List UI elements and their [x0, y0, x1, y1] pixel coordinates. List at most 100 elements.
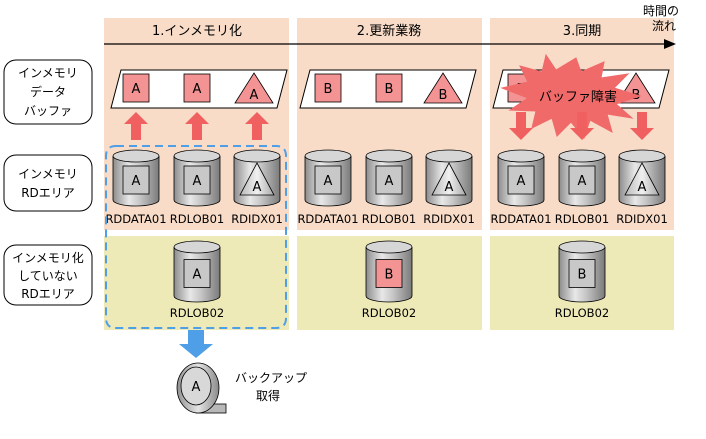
rd-area-label: RDLOB01: [555, 212, 609, 226]
buffer-item-box: [183, 73, 211, 103]
phase-3-label: 3.同期: [563, 24, 601, 39]
buffer-item-letter: A: [132, 82, 141, 97]
row-label-buffer-line3: バッファ: [24, 104, 72, 118]
buffer-item-letter: B: [385, 82, 394, 97]
backup-arrow-down: [179, 330, 213, 358]
data-box: [314, 165, 342, 195]
row-label-rdarea-line2: RDエリア: [21, 186, 75, 200]
buffer-item-triangle: [234, 72, 274, 104]
phase-2-label: 2.更新業務: [357, 23, 421, 39]
cylinder-letter: A: [385, 174, 394, 189]
rd-area-cylinder: A: [497, 149, 545, 207]
backup-label-line1: バックアップ: [235, 371, 307, 385]
rd-area-cylinder: A: [233, 149, 281, 207]
cylinder-letter: B: [578, 268, 587, 283]
sync-arrow-down: [570, 112, 594, 140]
rd-area-label: RDDATA01: [490, 212, 551, 226]
rd-area-labels: RDDATA01 RDLOB01 RDIDX01 RDDATA01 RDLOB0…: [105, 212, 667, 320]
buffer-item-letter: A: [193, 82, 202, 97]
index-triangle: [431, 162, 467, 196]
cylinder-letter: A: [638, 180, 647, 195]
rd-area-cylinder: A: [112, 149, 160, 207]
cylinder-letter: A: [193, 174, 202, 189]
rd-area-label: RDIDX01: [231, 212, 283, 226]
cylinder-top: [365, 149, 413, 163]
backup-label-line2: 取得: [256, 388, 280, 403]
data-box: [507, 165, 535, 195]
buffer-item-letter: B: [439, 88, 448, 103]
index-triangle: [239, 162, 275, 196]
rd-area-cylinder: A: [173, 149, 221, 207]
rd-area-label: RDLOB02: [555, 306, 609, 320]
row-label-non-line3: RDエリア: [21, 287, 75, 301]
cylinder-top: [112, 149, 160, 163]
cylinder-letter: A: [253, 180, 262, 195]
time-flow-label-line1: 時間の: [643, 4, 679, 18]
sync-arrow-down: [630, 112, 654, 140]
rd-area-cylinders: A A A A A A A B A A A B: [112, 149, 666, 303]
non-inmemory-cylinder: B: [558, 240, 606, 303]
tape-reel-face: [180, 366, 212, 406]
load-arrow-up: [185, 112, 209, 140]
cylinder-top: [558, 149, 606, 163]
rd-area-label: RDDATA01: [297, 212, 358, 226]
rd-area-cylinder: A: [618, 149, 666, 207]
data-box: [375, 165, 403, 195]
cylinder-letter: A: [578, 174, 587, 189]
rd-area-cylinder: A: [365, 149, 413, 207]
data-box: [568, 165, 596, 195]
rd-area-cylinder: A: [425, 149, 473, 207]
row-label-buffer-line2: データ: [30, 84, 66, 99]
buffer-item-triangle: [423, 72, 463, 104]
time-flow-label-line2: 流れ: [652, 19, 676, 33]
row-label-rdarea-line1: インメモリ: [18, 167, 78, 181]
cylinder-letter: A: [193, 268, 202, 283]
phase-1-label: 1.インメモリ化: [152, 24, 242, 39]
rd-area-label: RDLOB01: [362, 212, 416, 226]
load-arrow-up: [245, 112, 269, 140]
data-box: [375, 259, 403, 288]
cylinder-letter: A: [132, 174, 141, 189]
cylinder-top: [558, 240, 606, 254]
buffer-item-letter: B: [324, 82, 333, 97]
cylinder-top: [365, 240, 413, 254]
buffer-failure-burst: [500, 53, 642, 140]
rd-area-label: RDDATA01: [105, 212, 166, 226]
cylinder-top: [497, 149, 545, 163]
row-label-non-line2: していない: [18, 269, 78, 283]
buffer-item-box: [314, 73, 342, 103]
cylinder-letter: A: [324, 174, 333, 189]
rd-area-label: RDIDX01: [616, 212, 668, 226]
load-arrow-up: [124, 112, 148, 140]
row-label-buffer-line1: インメモリ: [18, 66, 78, 80]
rd-area-cylinder: A: [558, 149, 606, 207]
cylinder-top: [173, 149, 221, 163]
non-inmemory-cylinder: A: [173, 240, 221, 303]
cylinder-top: [304, 149, 352, 163]
rd-area-label: RDLOB02: [170, 306, 224, 320]
cylinder-top: [425, 149, 473, 163]
data-box: [183, 165, 211, 195]
index-triangle: [624, 162, 660, 196]
data-box: [183, 259, 211, 288]
backup-letter: A: [192, 380, 201, 395]
row-label-buffer: インメモリ データ バッファ: [3, 59, 93, 125]
time-arrow-head: [664, 39, 676, 49]
data-box: [568, 259, 596, 288]
cylinder-letter: A: [445, 180, 454, 195]
data-box: [122, 165, 150, 195]
row-label-non-line1: インメモリ化: [12, 251, 84, 265]
row-label-non-inmemory-rdarea: インメモリ化 していない RDエリア: [3, 244, 93, 306]
buffer-item-box: [375, 73, 403, 103]
inmemory-target-dashed-outline: [105, 145, 287, 329]
cylinder-top: [173, 240, 221, 254]
cylinder-top: [233, 149, 281, 163]
rd-area-cylinder: A: [304, 149, 352, 207]
buffer-item-box: [122, 73, 150, 103]
non-inmemory-cylinder: B: [365, 240, 413, 303]
sync-arrow-down: [509, 112, 533, 140]
rd-area-label: RDIDX01: [423, 212, 475, 226]
rd-area-label: RDLOB01: [170, 212, 224, 226]
cylinder-letter: B: [385, 268, 394, 283]
